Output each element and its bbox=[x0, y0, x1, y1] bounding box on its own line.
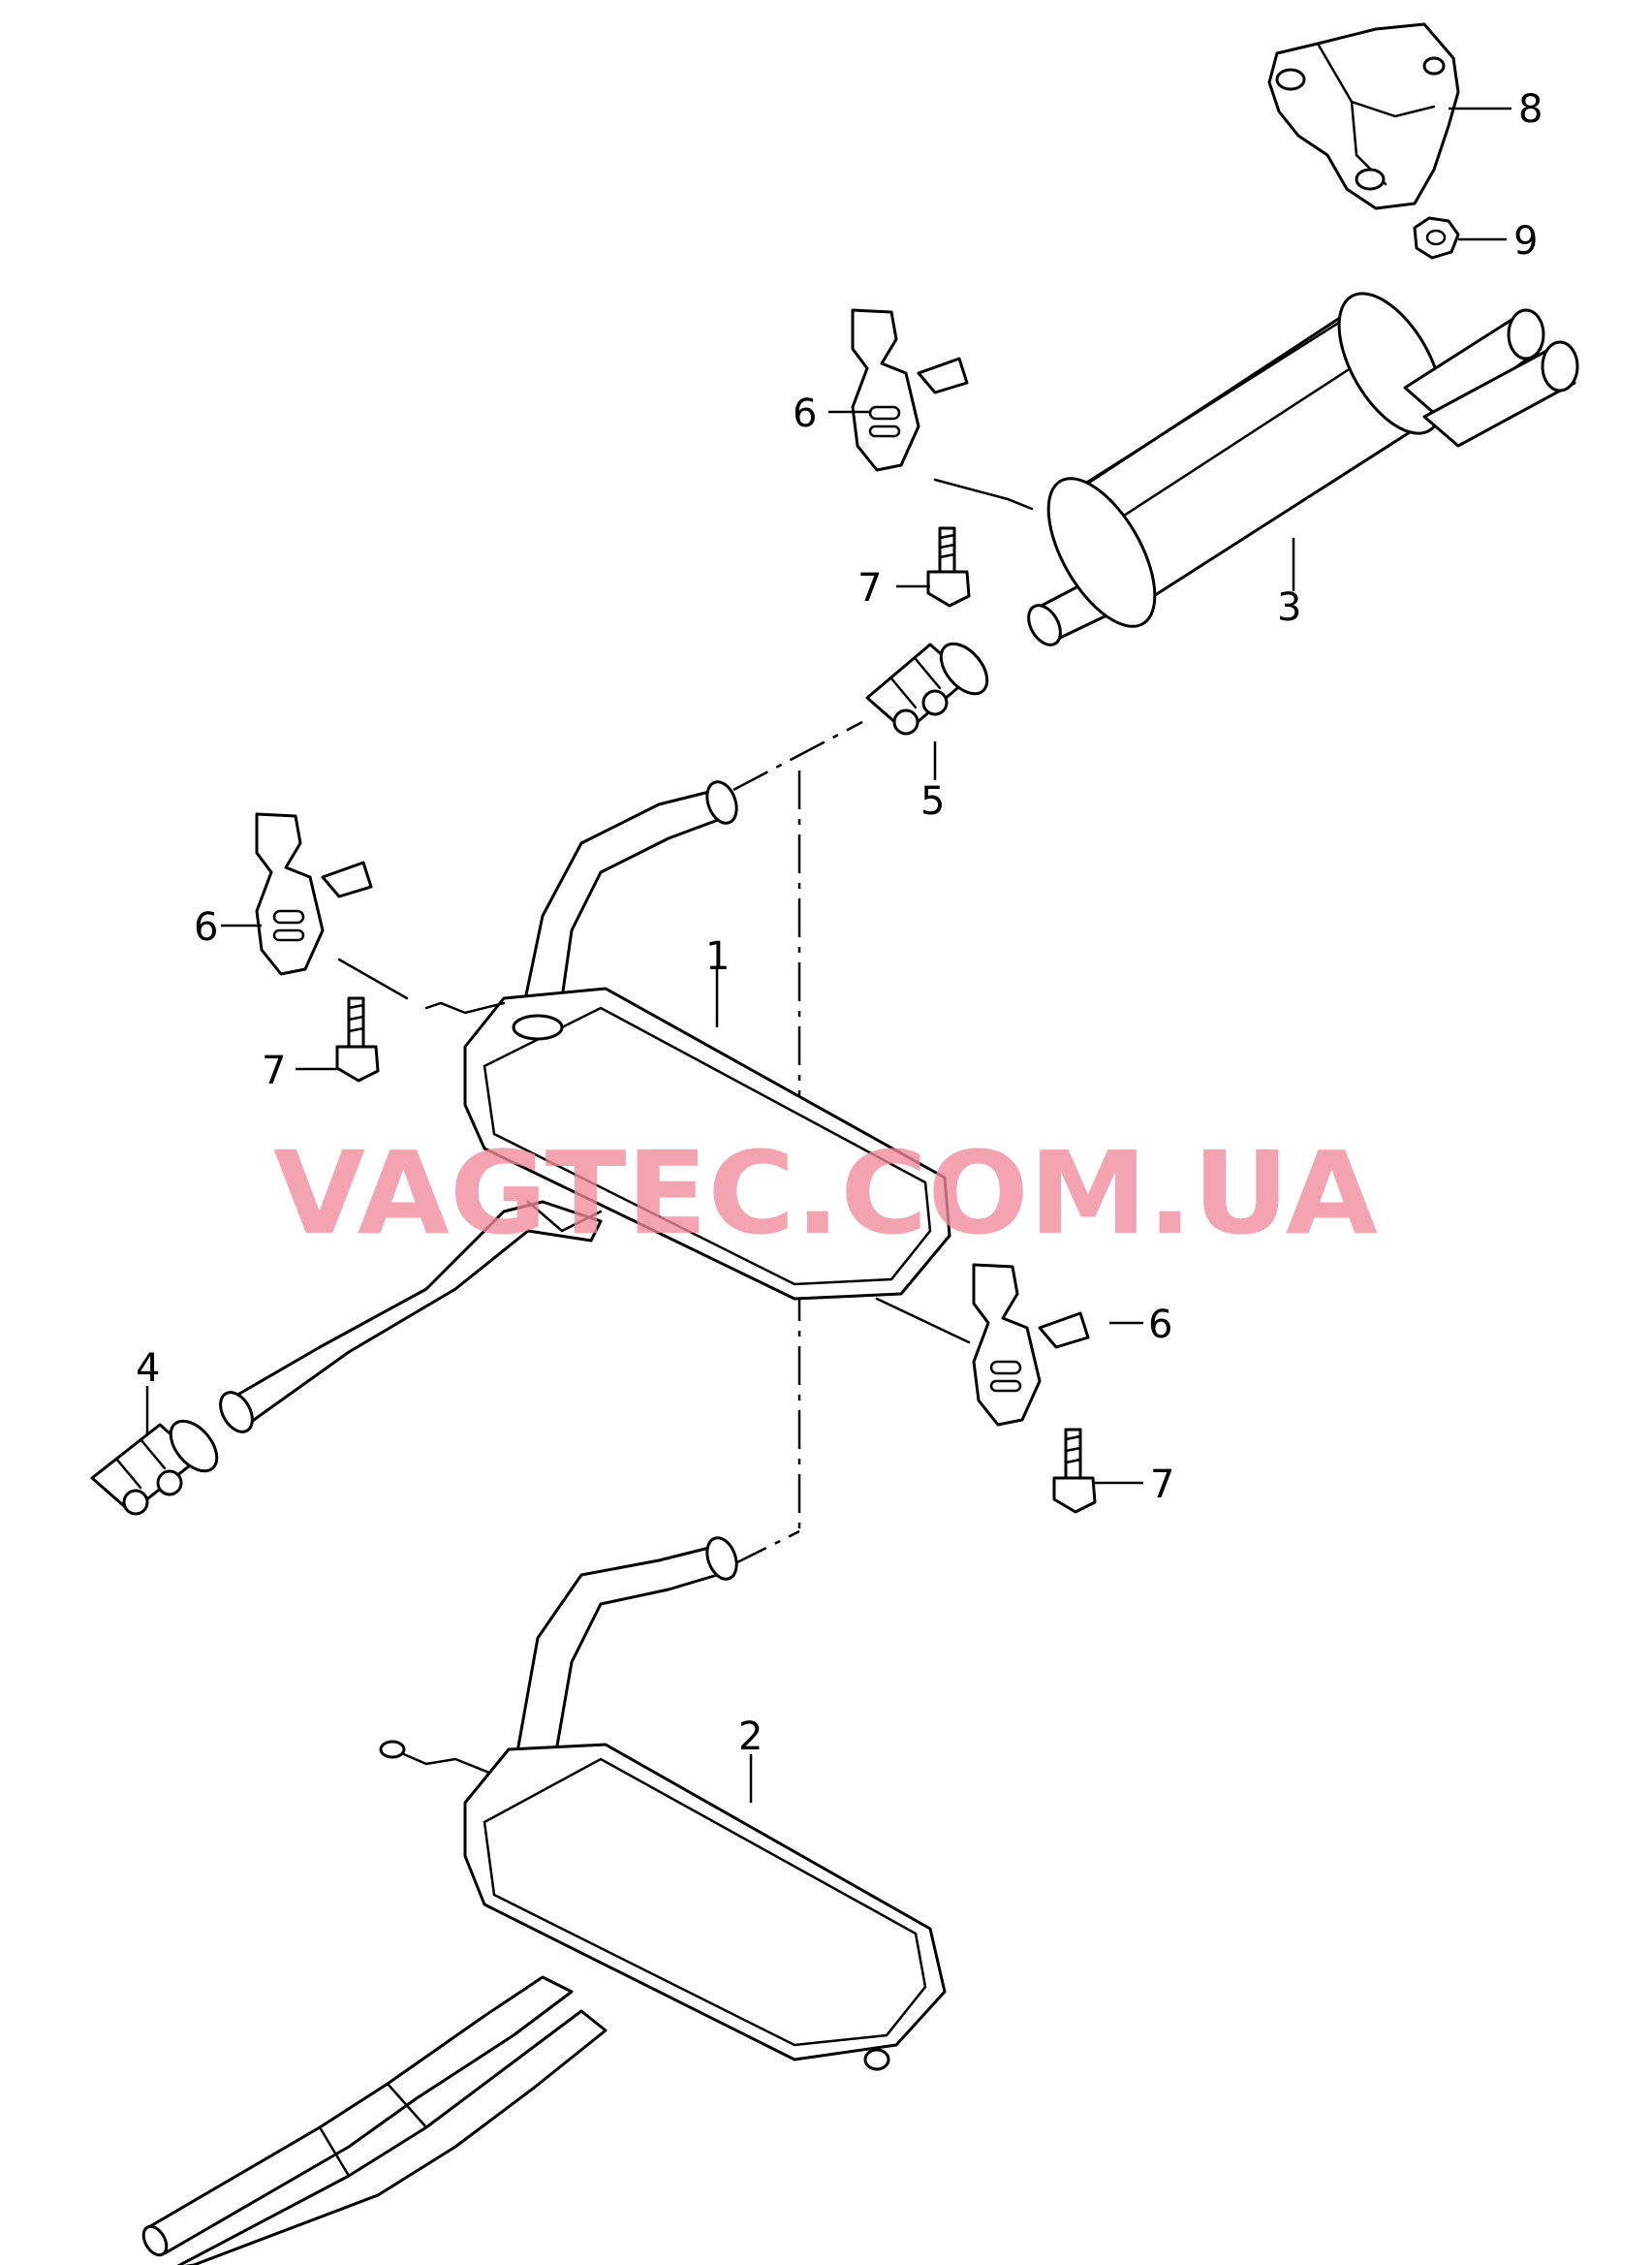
center-silencer-part-1[interactable] bbox=[214, 778, 971, 1438]
nut-part-9[interactable] bbox=[1413, 216, 1460, 260]
bolt-part-7-left[interactable] bbox=[335, 996, 380, 1083]
callout-1: 1 bbox=[705, 934, 730, 979]
pipe-connection-line-lower bbox=[731, 1529, 800, 1567]
pipe-connection-line-upper bbox=[732, 720, 863, 792]
callout-3: 3 bbox=[1277, 585, 1301, 630]
rubber-hanger-part-6-left[interactable] bbox=[255, 812, 409, 1000]
callout-5: 5 bbox=[920, 779, 945, 824]
bolt-part-7-right[interactable] bbox=[1052, 1428, 1097, 1514]
callout-6-upper: 6 bbox=[793, 392, 817, 436]
callout-7-upper: 7 bbox=[857, 566, 882, 611]
pipe-clamp-part-4[interactable] bbox=[90, 1412, 226, 1516]
watermark-text: VAGTEC.COM.UA bbox=[273, 1126, 1378, 1260]
callout-4: 4 bbox=[136, 1346, 160, 1391]
rubber-hanger-part-6-upper[interactable] bbox=[851, 308, 969, 472]
silencer-part-2[interactable] bbox=[139, 1534, 947, 2265]
callout-6-left: 6 bbox=[194, 905, 218, 950]
bracket-part-8[interactable] bbox=[1267, 22, 1460, 210]
callout-7-left: 7 bbox=[262, 1049, 286, 1093]
bolt-part-7-upper[interactable] bbox=[926, 526, 971, 608]
callout-7-right: 7 bbox=[1150, 1463, 1174, 1507]
rubber-hanger-part-6-right[interactable] bbox=[972, 1263, 1090, 1427]
callout-2: 2 bbox=[738, 1714, 763, 1759]
pipe-clamp-part-5[interactable] bbox=[865, 635, 996, 736]
leader-lines bbox=[145, 107, 1512, 1803]
rear-silencer-part-3[interactable] bbox=[933, 277, 1579, 650]
callout-8: 8 bbox=[1518, 87, 1543, 132]
callout-6-right: 6 bbox=[1148, 1303, 1172, 1347]
callout-9: 9 bbox=[1513, 219, 1538, 264]
